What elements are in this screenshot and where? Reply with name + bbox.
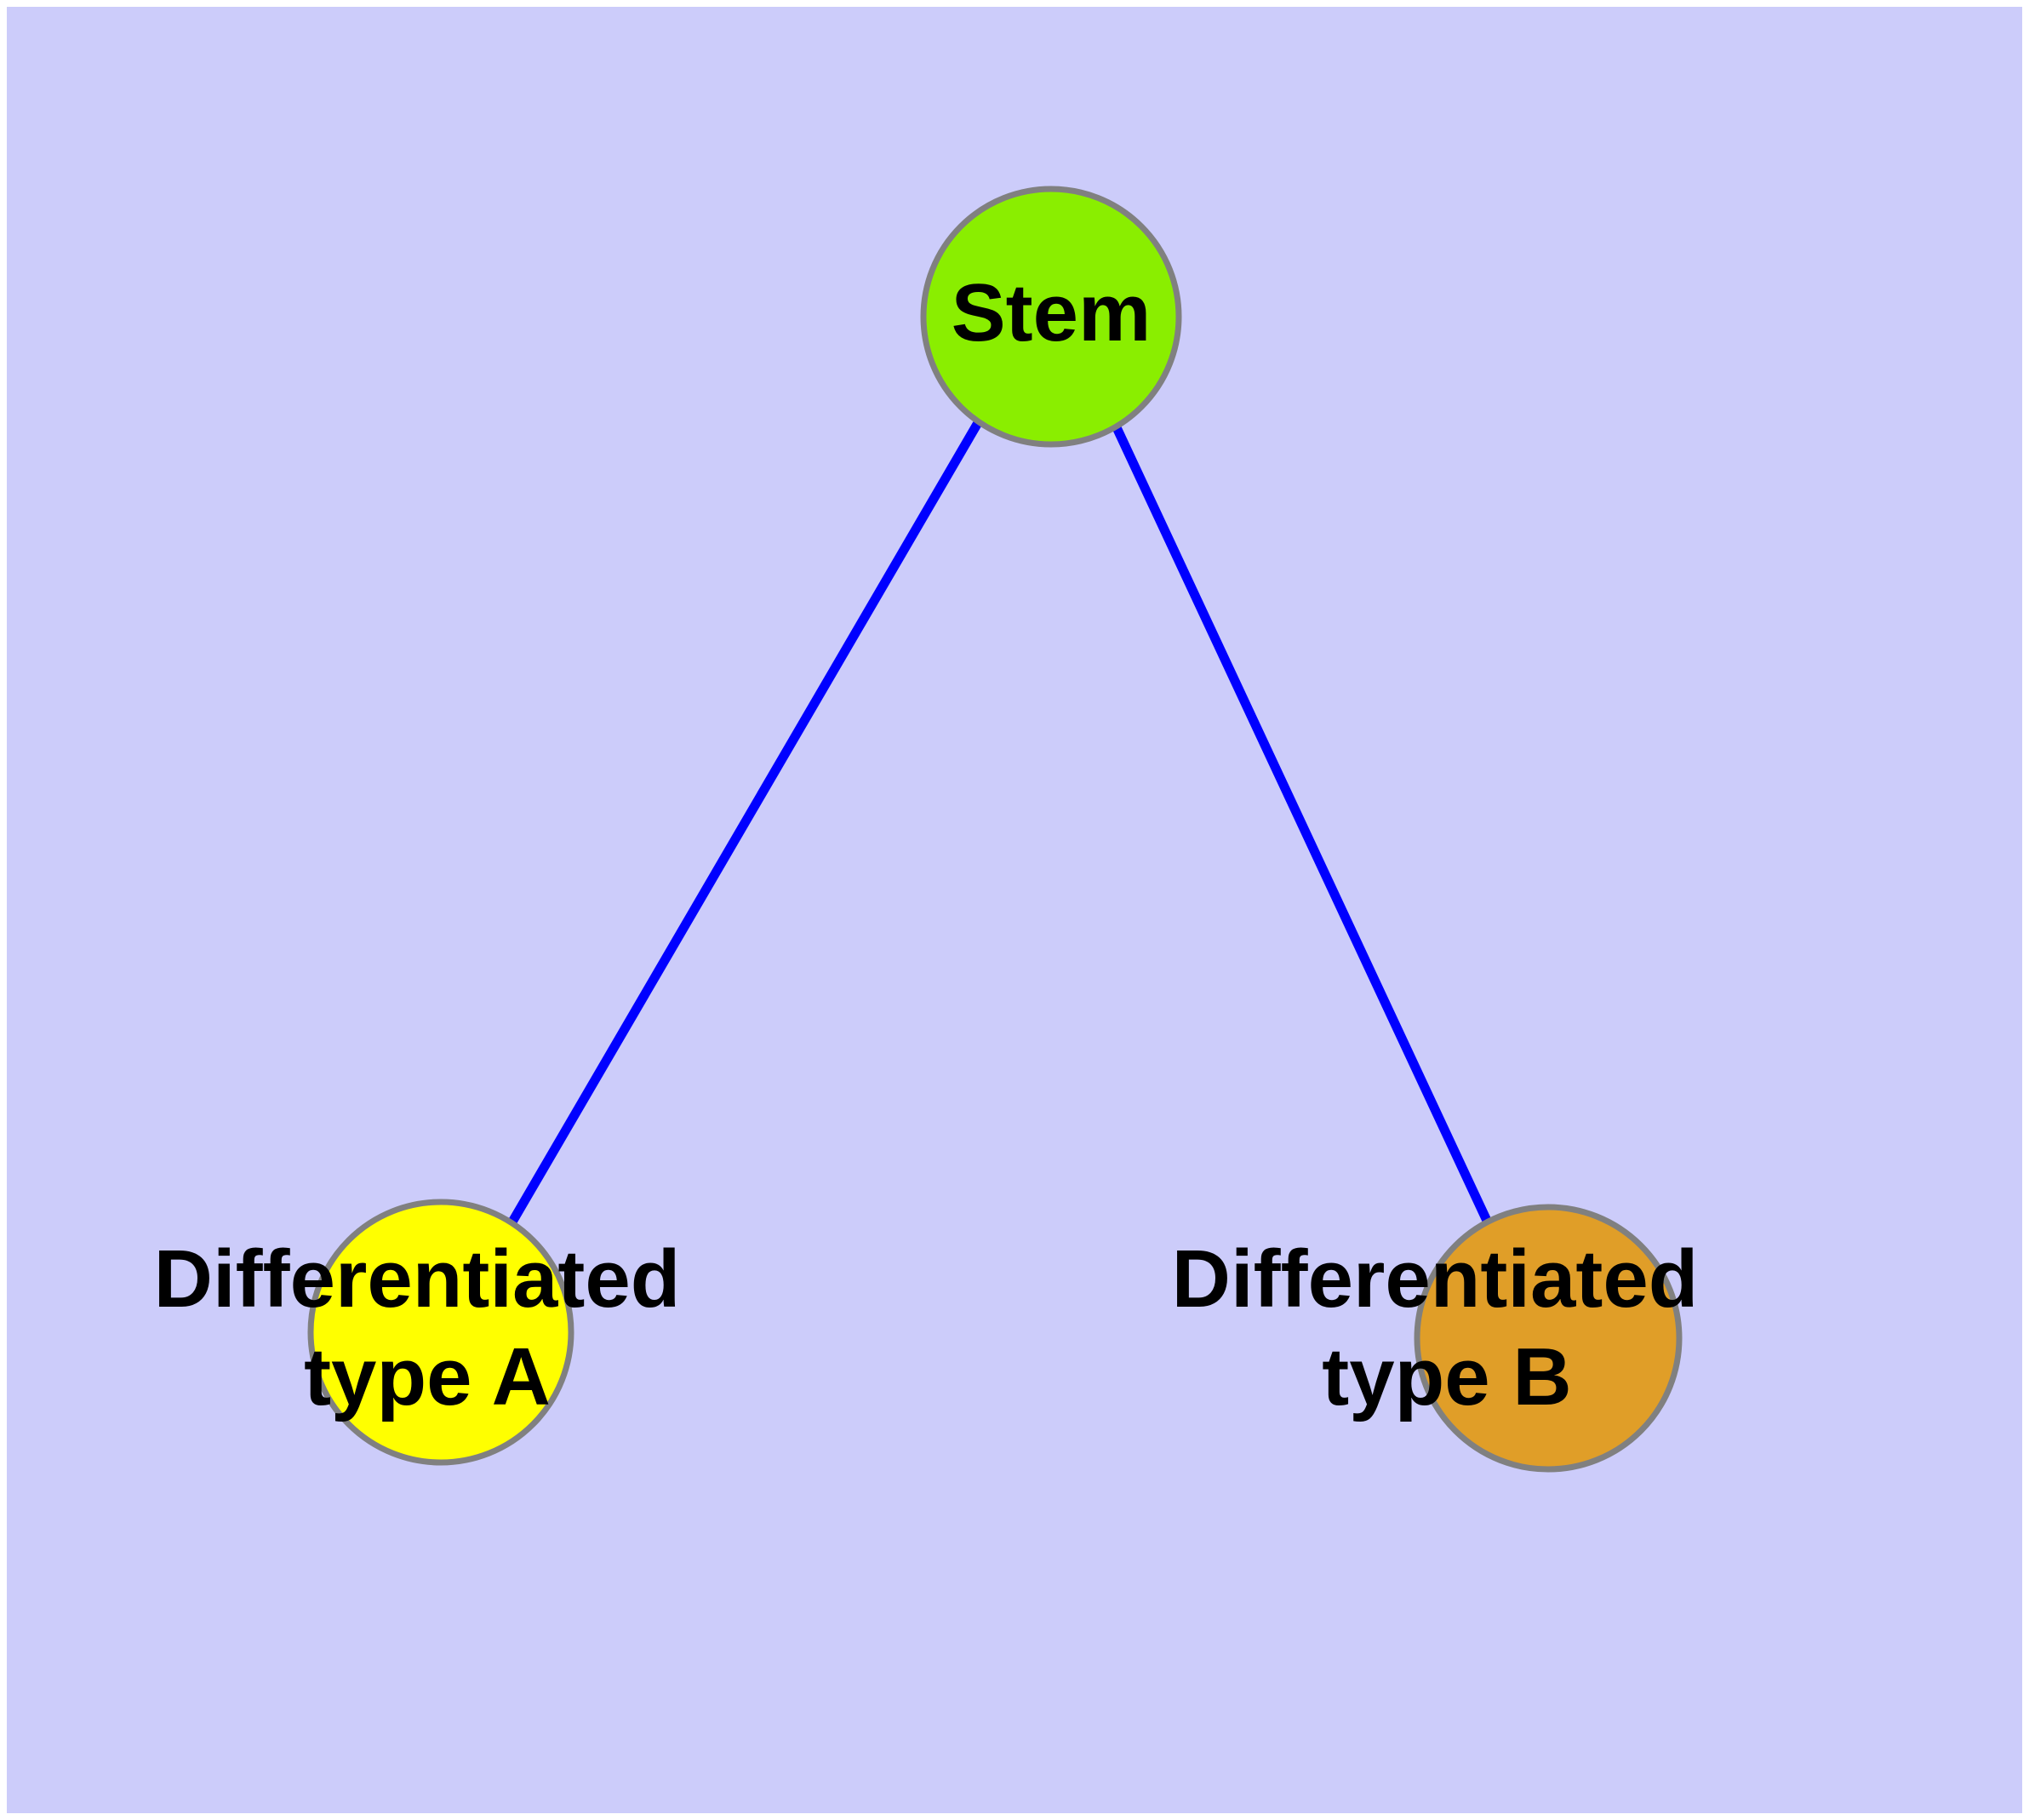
node-stem-circle[interactable] <box>920 186 1182 448</box>
nodes-layer <box>307 186 1683 1473</box>
labels-layer: Stem Differentiated type A Differentiate… <box>154 267 1699 1422</box>
node-differentiated-type-a-label-line1: Differentiated <box>154 1233 681 1325</box>
node-differentiated-type-b-label-line2: type B <box>1322 1331 1571 1422</box>
node-differentiated-type-a-label-line2: type A <box>304 1331 551 1422</box>
edges-layer <box>507 419 1492 1226</box>
node-differentiated-type-b-label-line1: Differentiated <box>1172 1233 1699 1325</box>
node-stem-label-line1: Stem <box>952 267 1152 358</box>
edge-stem-to-differentiated-type-a[interactable] <box>507 419 983 1226</box>
node-differentiated-type-b-circle[interactable] <box>1414 1204 1683 1473</box>
edge-stem-to-differentiated-type-b[interactable] <box>1111 421 1492 1225</box>
node-differentiated-type-a-circle[interactable] <box>307 1199 574 1466</box>
